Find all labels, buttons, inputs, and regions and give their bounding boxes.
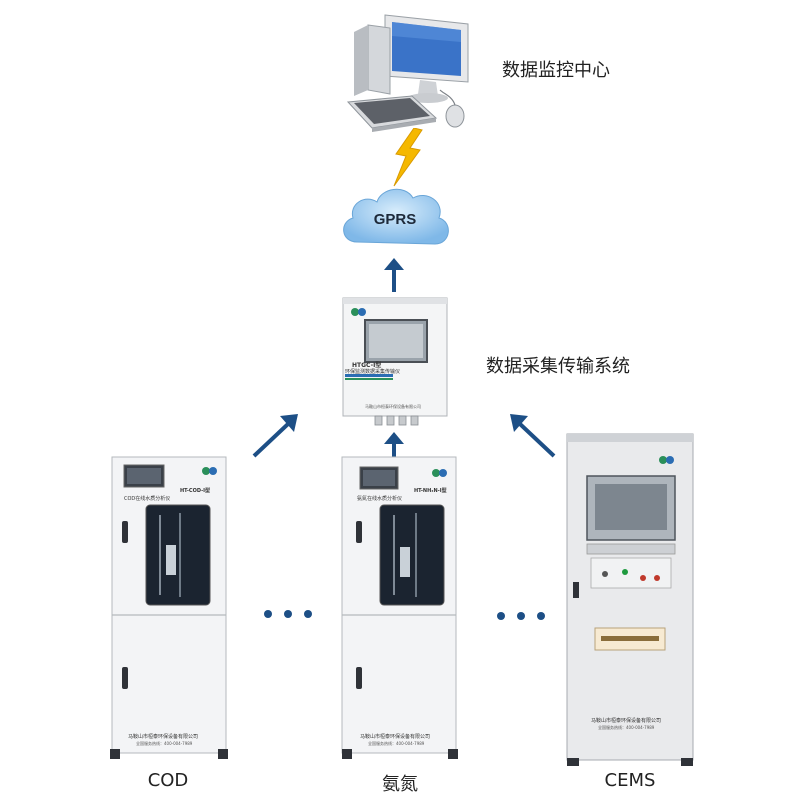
ammonia-analyzer-cabinet [341,456,458,759]
cod-label: COD [147,770,189,791]
arrow-icon [384,258,404,292]
device-company: 马鞍山市桓泰环保设备有限公司 [365,404,421,409]
cems-hotline: 全国服务热线：400-004-7989 [598,725,655,730]
device-name: 环保监测数据采集传输仪 [345,369,401,375]
gprs-label: GPRS [373,211,417,228]
cod-name: COD在线水质分析仪 [124,496,171,502]
monitoring-center-label: 数据监控中心 [502,60,610,81]
cod-analyzer-cabinet [110,456,228,759]
ammonia-model: HT-NH₃N-Ⅰ型 [414,488,447,494]
cems-cabinet [566,433,694,766]
ammonia-label: 氨氮 [382,774,418,795]
cems-label: CEMS [604,770,656,791]
cod-company: 马鞍山市桓泰环保设备有限公司 [128,734,199,740]
arrow-icon [252,414,298,458]
device-model: HTGC-Ⅰ型 [352,362,382,369]
data-acquisition-device [342,297,448,426]
ammonia-name: 氨氮在线水质分析仪 [357,496,403,502]
ellipsis-icon [497,612,549,622]
cloud-icon [343,188,449,245]
transmission-system-label: 数据采集传输系统 [486,356,630,377]
ammonia-hotline: 全国服务热线：400-004-7989 [368,741,425,746]
ammonia-company: 马鞍山市桓泰环保设备有限公司 [360,734,431,740]
cod-hotline: 全国服务热线：400-004-7989 [136,741,193,746]
lightning-icon [393,128,423,187]
cems-company: 马鞍山市桓泰环保设备有限公司 [591,718,662,724]
arrow-icon [510,414,556,458]
ellipsis-icon [264,610,316,620]
cod-model: HT-COD-Ⅰ型 [180,488,211,494]
computer-icon [346,14,469,132]
